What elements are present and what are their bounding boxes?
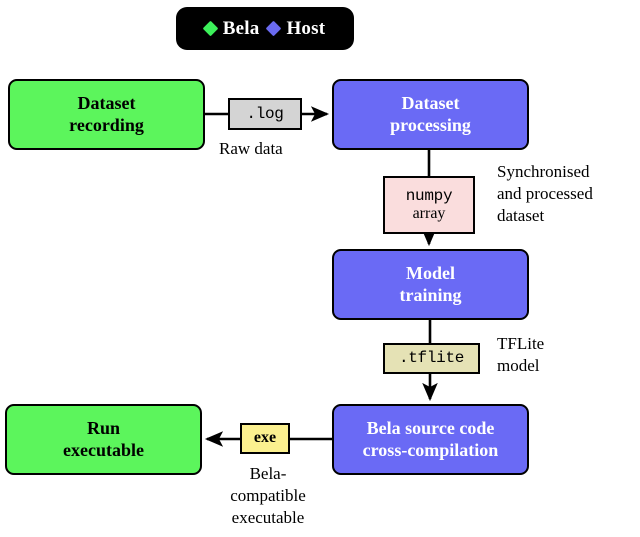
node-label-line2: cross-compilation xyxy=(362,439,499,460)
node-cross-compilation[interactable]: Bela source code cross-compilation xyxy=(332,404,529,475)
edge-label-line2: and processed xyxy=(497,184,593,204)
edge-label-raw-data: Raw data xyxy=(219,139,283,158)
node-label-line1: Model xyxy=(406,263,455,284)
diamond-marker-icon xyxy=(266,20,282,37)
node-label-line2: processing xyxy=(390,114,471,135)
legend-entry-host: Host xyxy=(266,18,326,39)
edge-label-line3: dataset xyxy=(497,206,545,226)
legend: Bela Host xyxy=(176,7,354,50)
edge-label-line1: Synchronised xyxy=(497,162,590,181)
legend-label-bela: Bela xyxy=(222,18,260,39)
artifact-label-line2: array xyxy=(412,205,446,222)
edge-label-tflite-model: TFLite model xyxy=(497,333,544,377)
node-run-executable[interactable]: Run executable xyxy=(5,404,202,475)
node-dataset-recording[interactable]: Dataset recording xyxy=(8,79,205,150)
artifact-label: .log xyxy=(246,104,284,123)
edge-label-line3: executable xyxy=(231,508,305,528)
node-label-line1: Dataset xyxy=(77,93,136,114)
node-label-line2: training xyxy=(399,284,462,305)
edge-label-synchronised-dataset: Synchronised and processed dataset xyxy=(497,161,593,227)
node-label-line2: recording xyxy=(69,114,144,135)
edge-label-line2: compatible xyxy=(230,486,306,506)
node-model-training[interactable]: Model training xyxy=(332,249,529,320)
artifact-tflite[interactable]: .tflite xyxy=(383,343,480,374)
artifact-label-line1: numpy xyxy=(405,186,453,205)
node-label-line1: Run xyxy=(86,418,121,439)
node-label-line2: executable xyxy=(63,439,144,460)
artifact-label: .tflite xyxy=(398,349,465,368)
artifact-log[interactable]: .log xyxy=(228,98,302,130)
edge-label-line2: model xyxy=(497,356,540,376)
legend-entry-bela: Bela xyxy=(202,18,260,39)
edge-label-bela-compatible-executable: Bela- compatible executable xyxy=(225,463,311,529)
edge-label-line1: TFLite xyxy=(497,334,545,353)
node-label-line1: Dataset xyxy=(401,93,460,114)
node-dataset-processing[interactable]: Dataset processing xyxy=(332,79,529,150)
legend-label-host: Host xyxy=(286,18,326,39)
edge-label-line1: Bela- xyxy=(249,464,287,483)
artifact-numpy-array[interactable]: numpy array xyxy=(383,176,475,234)
node-label-line1: Bela source code xyxy=(366,418,495,439)
artifact-label: exe xyxy=(253,429,277,447)
artifact-exe[interactable]: exe xyxy=(240,423,290,454)
diamond-marker-icon xyxy=(202,20,219,37)
